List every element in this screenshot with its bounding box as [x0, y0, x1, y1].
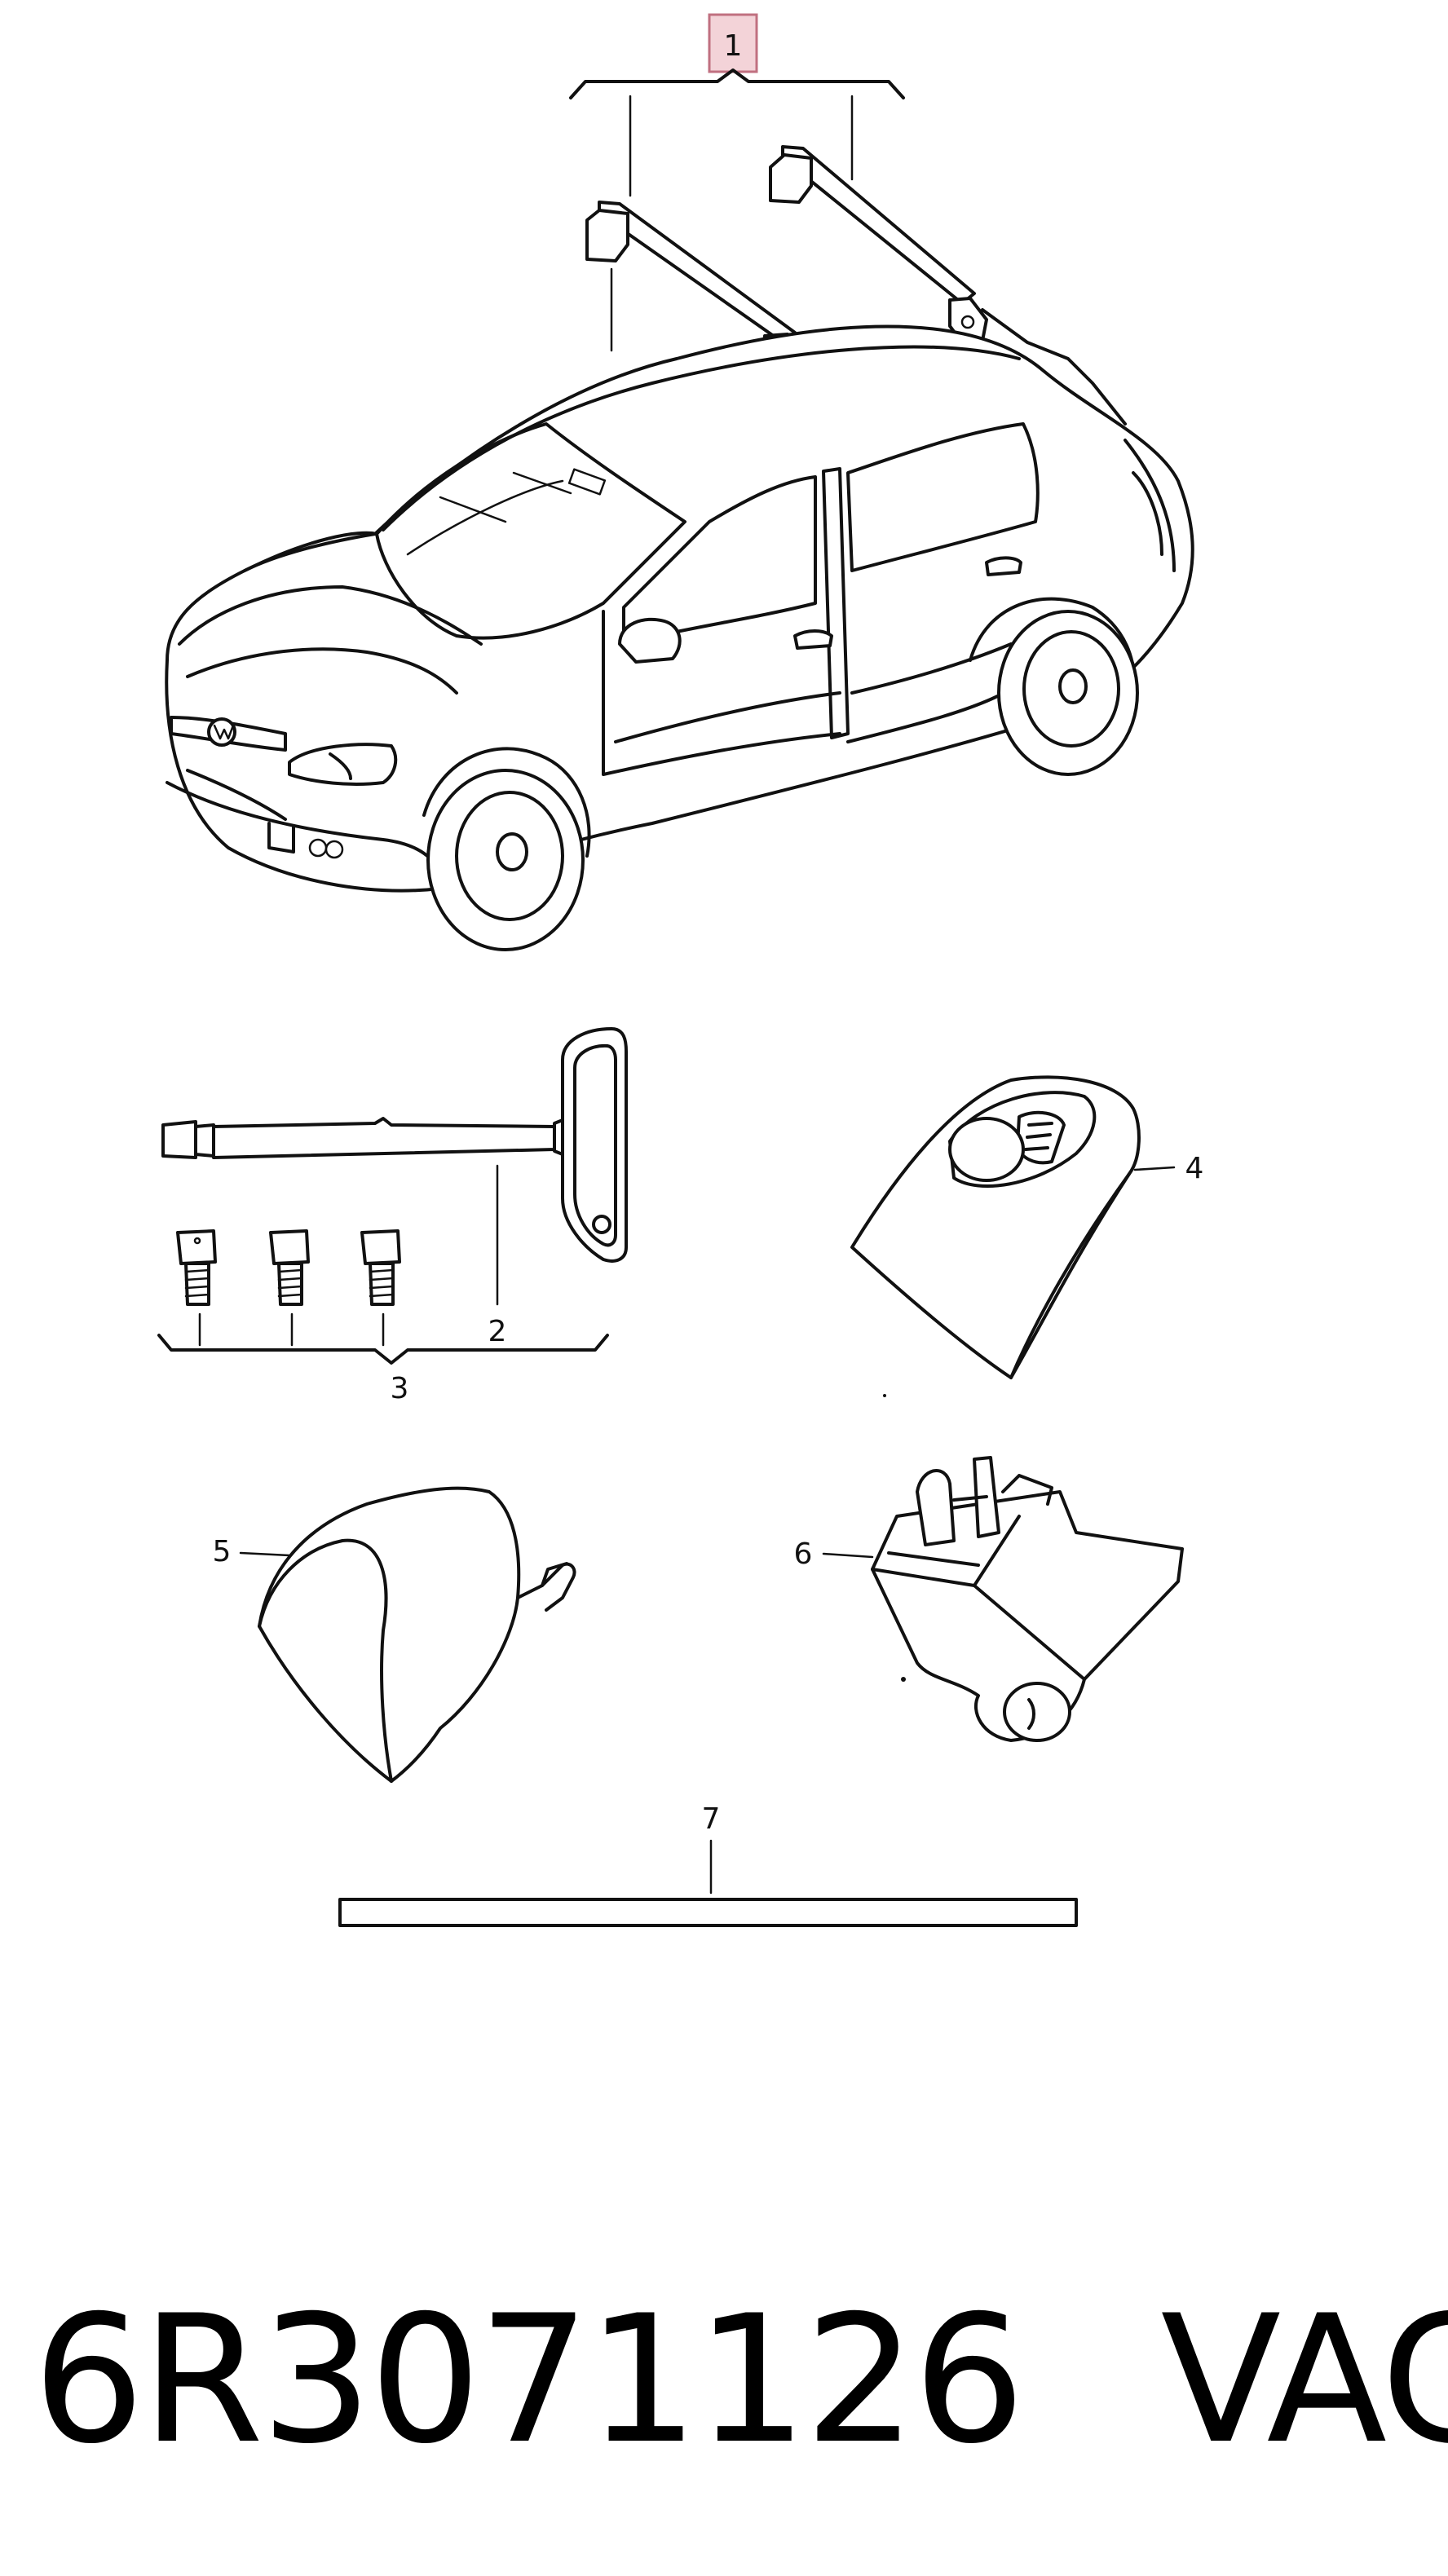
bolt-3	[360, 1229, 401, 1306]
callout-3-label: 3	[391, 1372, 409, 1405]
part-3-bolts: 3	[157, 1229, 609, 1405]
bolt-2	[269, 1229, 310, 1306]
callout-2-label: 2	[488, 1315, 507, 1348]
car-illustration	[165, 145, 1194, 951]
callout-6-label: 6	[794, 1537, 813, 1571]
callout-5-label: 5	[213, 1535, 232, 1568]
part-2-tool: 2	[161, 1027, 628, 1348]
part-7-strip: 7	[338, 1802, 1078, 1927]
part-5-cover-cap: 5	[213, 1486, 576, 1783]
part-number-text: 6R3071126	[33, 2278, 1025, 2482]
part-6-foot: 6	[794, 1456, 1184, 1742]
brand-text: VAG	[1160, 2278, 1448, 2482]
bolt-1	[176, 1229, 217, 1306]
part-4-end-cap: 4	[850, 1075, 1204, 1397]
callout-4-label: 4	[1185, 1152, 1204, 1185]
callout-1-label: 1	[724, 29, 743, 63]
part-number-caption: 6R3071126 VAG	[33, 2274, 1448, 2486]
callout-7-label: 7	[702, 1802, 721, 1836]
